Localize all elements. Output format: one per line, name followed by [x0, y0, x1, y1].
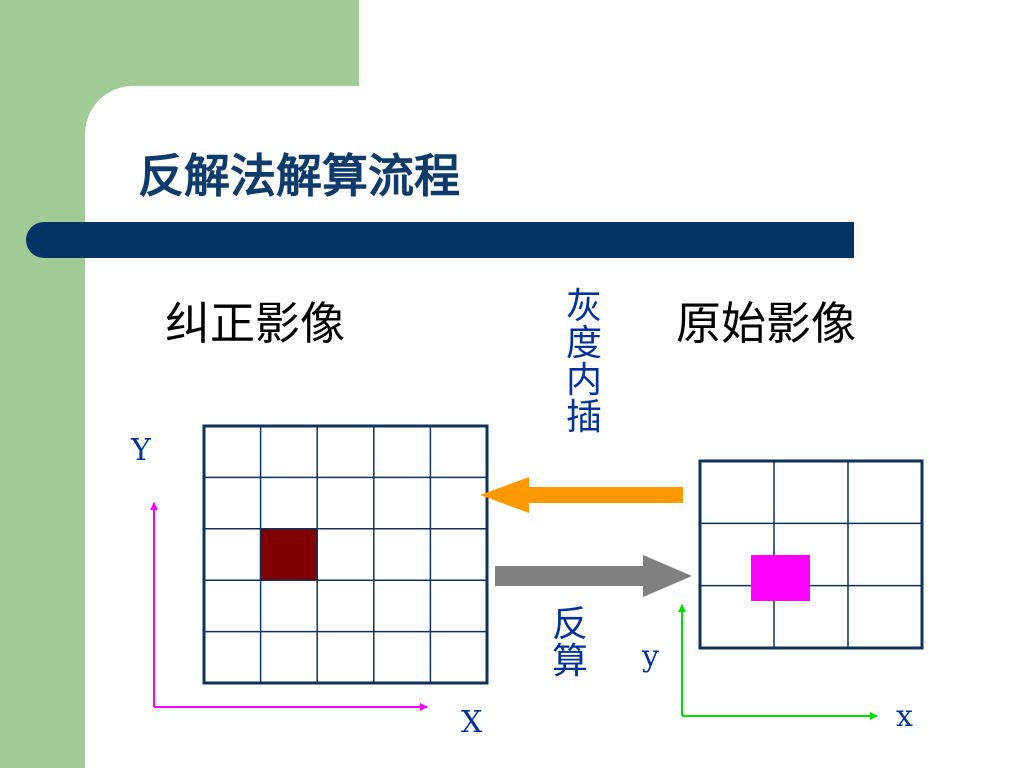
original-y-axis-label: y [642, 639, 659, 674]
corrected-image-label: 纠正影像 [165, 297, 346, 350]
original-x-axis-label: x [896, 699, 913, 734]
title-underline-bar [26, 222, 854, 258]
corrected-x-axis-label: X [461, 705, 483, 740]
background-green-strip [0, 0, 85, 768]
corrected-y-axis-label: Y [131, 433, 151, 468]
original-image-label: 原始影像 [676, 297, 857, 350]
slide-title: 反解法解算流程 [138, 149, 460, 203]
gray-interpolation-label: 灰 度 内 插 [565, 286, 602, 438]
inverse-calculation-label: 反 算 [551, 604, 588, 682]
